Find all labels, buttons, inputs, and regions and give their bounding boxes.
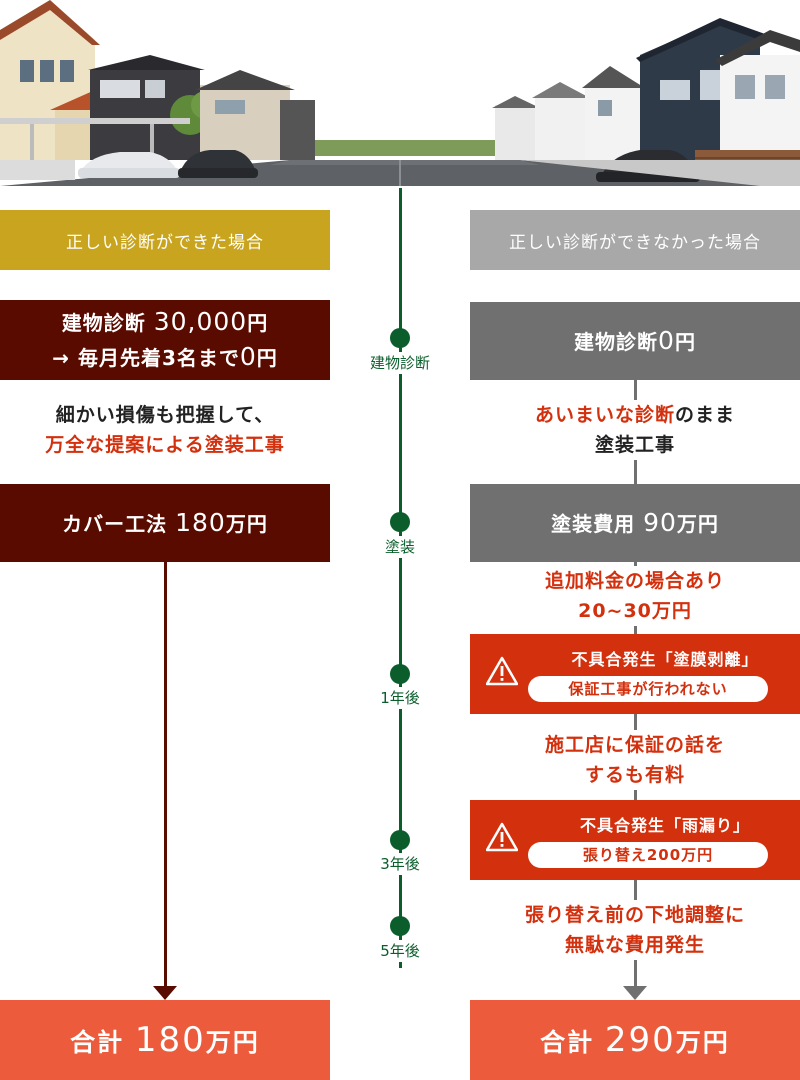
street-scene-image <box>0 0 800 186</box>
left-total-box: 合計 180万円 <box>0 1000 330 1080</box>
left-diagnosis-line1: 建物診断 30,000円 <box>61 307 269 336</box>
defect-leak-title: 不具合発生「雨漏り」 <box>579 816 750 835</box>
right-header-label: 正しい診断ができなかった場合 <box>509 232 761 253</box>
right-note-wasted-cost: 張り替え前の下地調整に 無駄な費用発生 <box>470 900 800 960</box>
timeline-label-3year: 3年後 <box>350 853 450 875</box>
timeline-label-5year: 5年後 <box>350 940 450 962</box>
timeline-dot-1year <box>390 664 410 684</box>
right-note-extra-fee: 追加料金の場合あり 20~30万円 <box>470 566 800 626</box>
timeline-dot-diagnosis <box>390 328 410 348</box>
timeline-label-diagnosis: 建物診断 <box>350 352 450 374</box>
left-header-correct-diagnosis: 正しい診断ができた場合 <box>0 210 330 270</box>
left-arrow-line <box>164 562 167 986</box>
left-note: 細かい損傷も把握して、 万全な提案による塗装工事 <box>45 404 285 456</box>
left-diagnosis-box: 建物診断 30,000円 → 毎月先着3名まで0円 <box>0 300 330 380</box>
left-diagnosis-line2: → 毎月先着3名まで0円 <box>52 342 278 371</box>
timeline-line <box>399 188 402 968</box>
right-header-incorrect-diagnosis: 正しい診断ができなかった場合 <box>470 210 800 270</box>
timeline-label-painting: 塗装 <box>350 536 450 558</box>
right-total-box: 合計 290万円 <box>470 1000 800 1080</box>
left-arrow-head-icon <box>153 986 177 1000</box>
left-cover-method-box: カバー工法 180万円 <box>0 484 330 562</box>
defect-leak-pill: 張り替え200万円 <box>528 842 768 868</box>
warning-icon <box>486 656 518 686</box>
right-paint-cost-box: 塗装費用 90万円 <box>470 484 800 562</box>
timeline-dot-3year <box>390 830 410 850</box>
right-note-warranty: 施工店に保証の話を するも有料 <box>470 730 800 790</box>
timeline-dot-painting <box>390 512 410 532</box>
street-scene-illustration <box>0 0 800 186</box>
defect-peeling-title: 不具合発生「塗膜剥離」 <box>571 650 759 669</box>
right-diagnosis-box: 建物診断0円 <box>470 302 800 380</box>
right-note-ambiguous: あいまいな診断のまま 塗装工事 <box>470 400 800 460</box>
right-defect-leak-box: 不具合発生「雨漏り」 張り替え200万円 <box>470 800 800 880</box>
defect-peeling-pill: 保証工事が行われない <box>528 676 768 702</box>
warning-icon <box>486 822 518 852</box>
left-header-label: 正しい診断ができた場合 <box>66 232 264 253</box>
right-defect-peeling-box: 不具合発生「塗膜剥離」 保証工事が行われない <box>470 634 800 714</box>
timeline-dot-5year <box>390 916 410 936</box>
timeline-label-1year: 1年後 <box>350 687 450 709</box>
right-arrow-head-icon <box>623 986 647 1000</box>
